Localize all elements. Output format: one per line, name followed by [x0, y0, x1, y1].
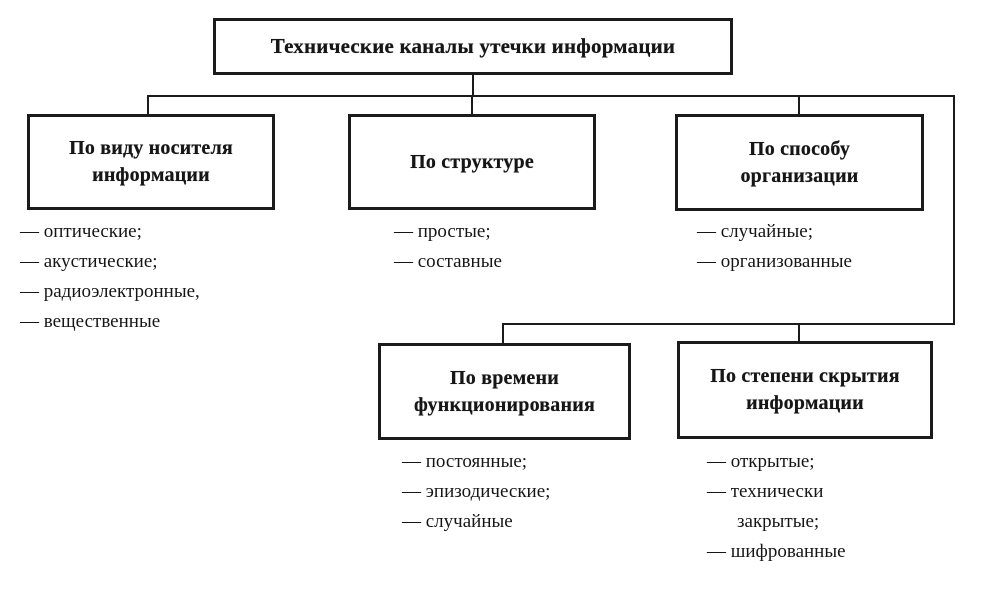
list-item: — вещественные — [20, 311, 161, 332]
carrier-list: — оптические; — акустические; — радиоэле… — [20, 217, 270, 337]
connector-secrecy-drop — [798, 323, 800, 343]
connector-right-rail-vertical — [953, 95, 955, 325]
list-item: — открытые; — [707, 451, 815, 472]
connector-time-drop — [502, 323, 504, 345]
list-item: — случайные — [402, 511, 513, 532]
list-item: — случайные; — [697, 221, 813, 242]
list-item: — акустические; — [20, 251, 158, 272]
secrecy-list: — открытые; — технически закрытые; — шиф… — [707, 447, 889, 567]
connector-organization-drop — [798, 95, 800, 116]
connector-structure-drop — [471, 95, 473, 116]
connector-top-rail — [147, 95, 955, 97]
node-time: По времени функционирования — [378, 343, 631, 440]
time-list: — постоянные; — эпизодические; — случайн… — [402, 447, 622, 537]
node-structure-title: По структуре — [410, 150, 534, 173]
list-item: — радиоэлектронные, — [20, 281, 200, 302]
list-item: — шифрованные — [707, 541, 846, 562]
node-organization: По способу организации — [675, 114, 924, 211]
node-organization-title: По способу организации — [740, 137, 859, 187]
list-item: — простые; — [394, 221, 491, 242]
organization-list: — случайные; — организованные — [697, 217, 917, 277]
node-structure: По структуре — [348, 114, 596, 210]
node-secrecy: По степени скрытия информации — [677, 341, 933, 439]
node-secrecy-title: По степени скрытия информации — [710, 365, 900, 414]
connector-bottom-rail — [502, 323, 955, 325]
node-carrier-title: По виду носителя информации — [69, 137, 233, 186]
node-root: Технические каналы утечки информации — [213, 18, 733, 75]
structure-list: — простые; — составные — [394, 217, 594, 277]
list-item: — эпизодические; — [402, 481, 551, 502]
list-item: — постоянные; — [402, 451, 528, 472]
node-root-title: Технические каналы утечки информации — [270, 34, 676, 58]
list-item: — технически закрытые; — [707, 481, 824, 532]
connector-root-drop — [472, 73, 474, 97]
connector-carrier-drop — [147, 95, 149, 116]
list-item: — организованные — [697, 251, 852, 272]
node-carrier: По виду носителя информации — [27, 114, 275, 210]
list-item: — оптические; — [20, 221, 142, 242]
node-time-title: По времени функционирования — [414, 366, 595, 416]
list-item: — составные — [394, 251, 502, 272]
